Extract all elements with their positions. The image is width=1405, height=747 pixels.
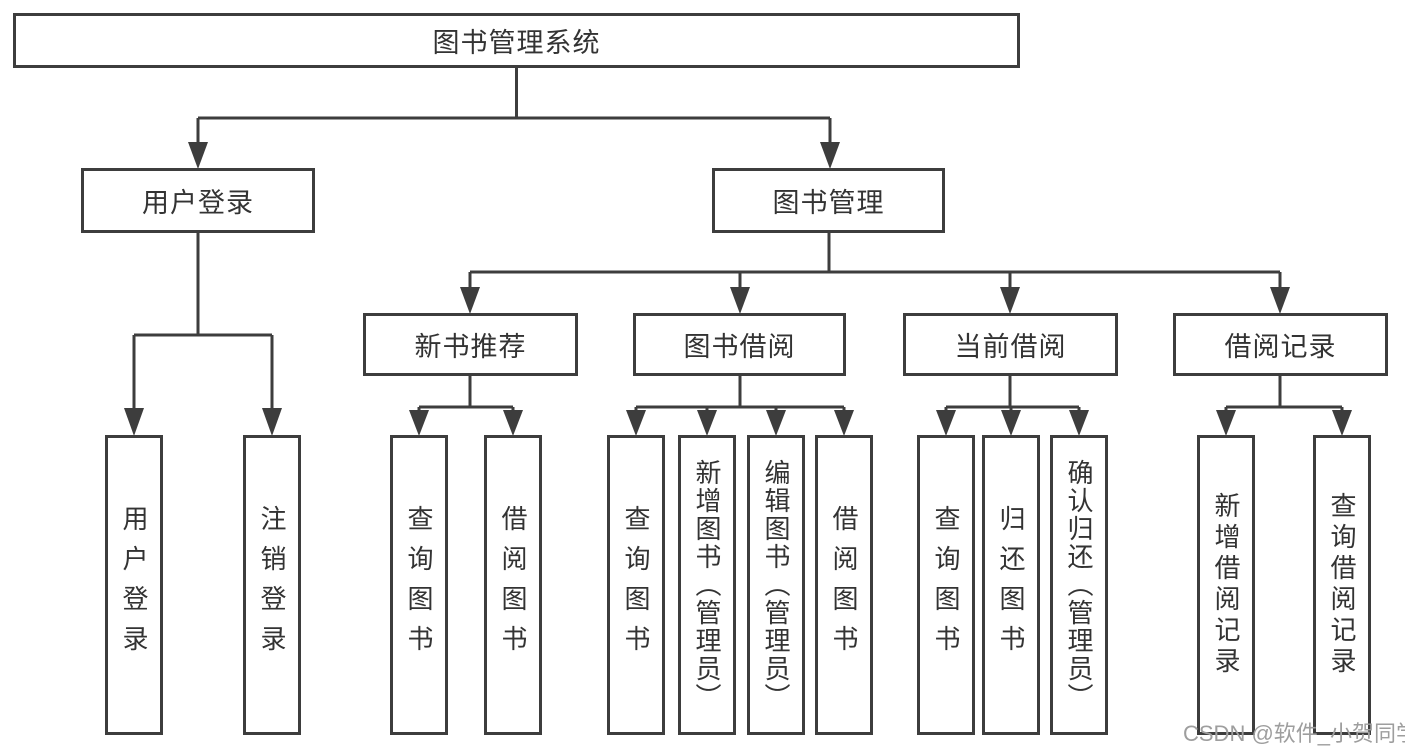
leaf-borrow-edit-books-admin: 编辑图书（管理员） xyxy=(747,435,805,735)
node-book-borrow: 图书借阅 xyxy=(633,313,846,376)
leaf-user-login: 用户登录 xyxy=(105,435,163,735)
leaf-current-return-books: 归还图书 xyxy=(982,435,1040,735)
node-book-management-label: 图书管理 xyxy=(772,188,885,218)
leaf-records-add-record: 新增借阅记录 xyxy=(1197,435,1255,735)
connector-borrow-to-children xyxy=(626,376,854,436)
leaf-logout: 注销登录 xyxy=(243,435,301,735)
node-library-system: 图书管理系统 xyxy=(13,13,1020,68)
leaf-borrow-borrow-books: 借阅图书 xyxy=(815,435,873,735)
leaf-borrow-query-books: 查询图书 xyxy=(607,435,665,735)
node-library-system-label: 图书管理系统 xyxy=(432,28,601,58)
leaf-records-query-record: 查询借阅记录 xyxy=(1313,435,1371,735)
node-current-borrow: 当前借阅 xyxy=(903,313,1118,376)
node-current-borrow-label: 当前借阅 xyxy=(954,332,1067,362)
leaf-borrow-add-books-admin: 新增图书（管理员） xyxy=(678,435,736,735)
leaf-newbook-borrow-books: 借阅图书 xyxy=(484,435,542,735)
node-borrow-records: 借阅记录 xyxy=(1173,313,1388,376)
node-borrow-records-label: 借阅记录 xyxy=(1224,332,1337,362)
connector-userlogin-to-children xyxy=(124,233,282,436)
node-user-login: 用户登录 xyxy=(81,168,315,233)
connector-records-to-children xyxy=(1216,376,1352,436)
node-user-login-label: 用户登录 xyxy=(142,188,254,218)
node-new-book-recommend: 新书推荐 xyxy=(363,313,578,376)
connector-bookmgmt-to-level2 xyxy=(460,233,1290,314)
csdn-watermark: CSDN @软件_小贺同学 xyxy=(1183,721,1405,746)
node-book-management: 图书管理 xyxy=(712,168,945,233)
leaf-current-query-books: 查询图书 xyxy=(917,435,975,735)
node-new-book-recommend-label: 新书推荐 xyxy=(414,332,527,362)
leaf-current-confirm-return-admin: 确认归还（管理员） xyxy=(1050,435,1108,735)
leaf-newbook-query-books: 查询图书 xyxy=(390,435,448,735)
node-book-borrow-label: 图书借阅 xyxy=(683,332,796,362)
connector-newbook-to-children xyxy=(409,376,523,436)
connector-current-to-children xyxy=(936,376,1089,436)
connector-root-to-level1 xyxy=(188,68,840,169)
